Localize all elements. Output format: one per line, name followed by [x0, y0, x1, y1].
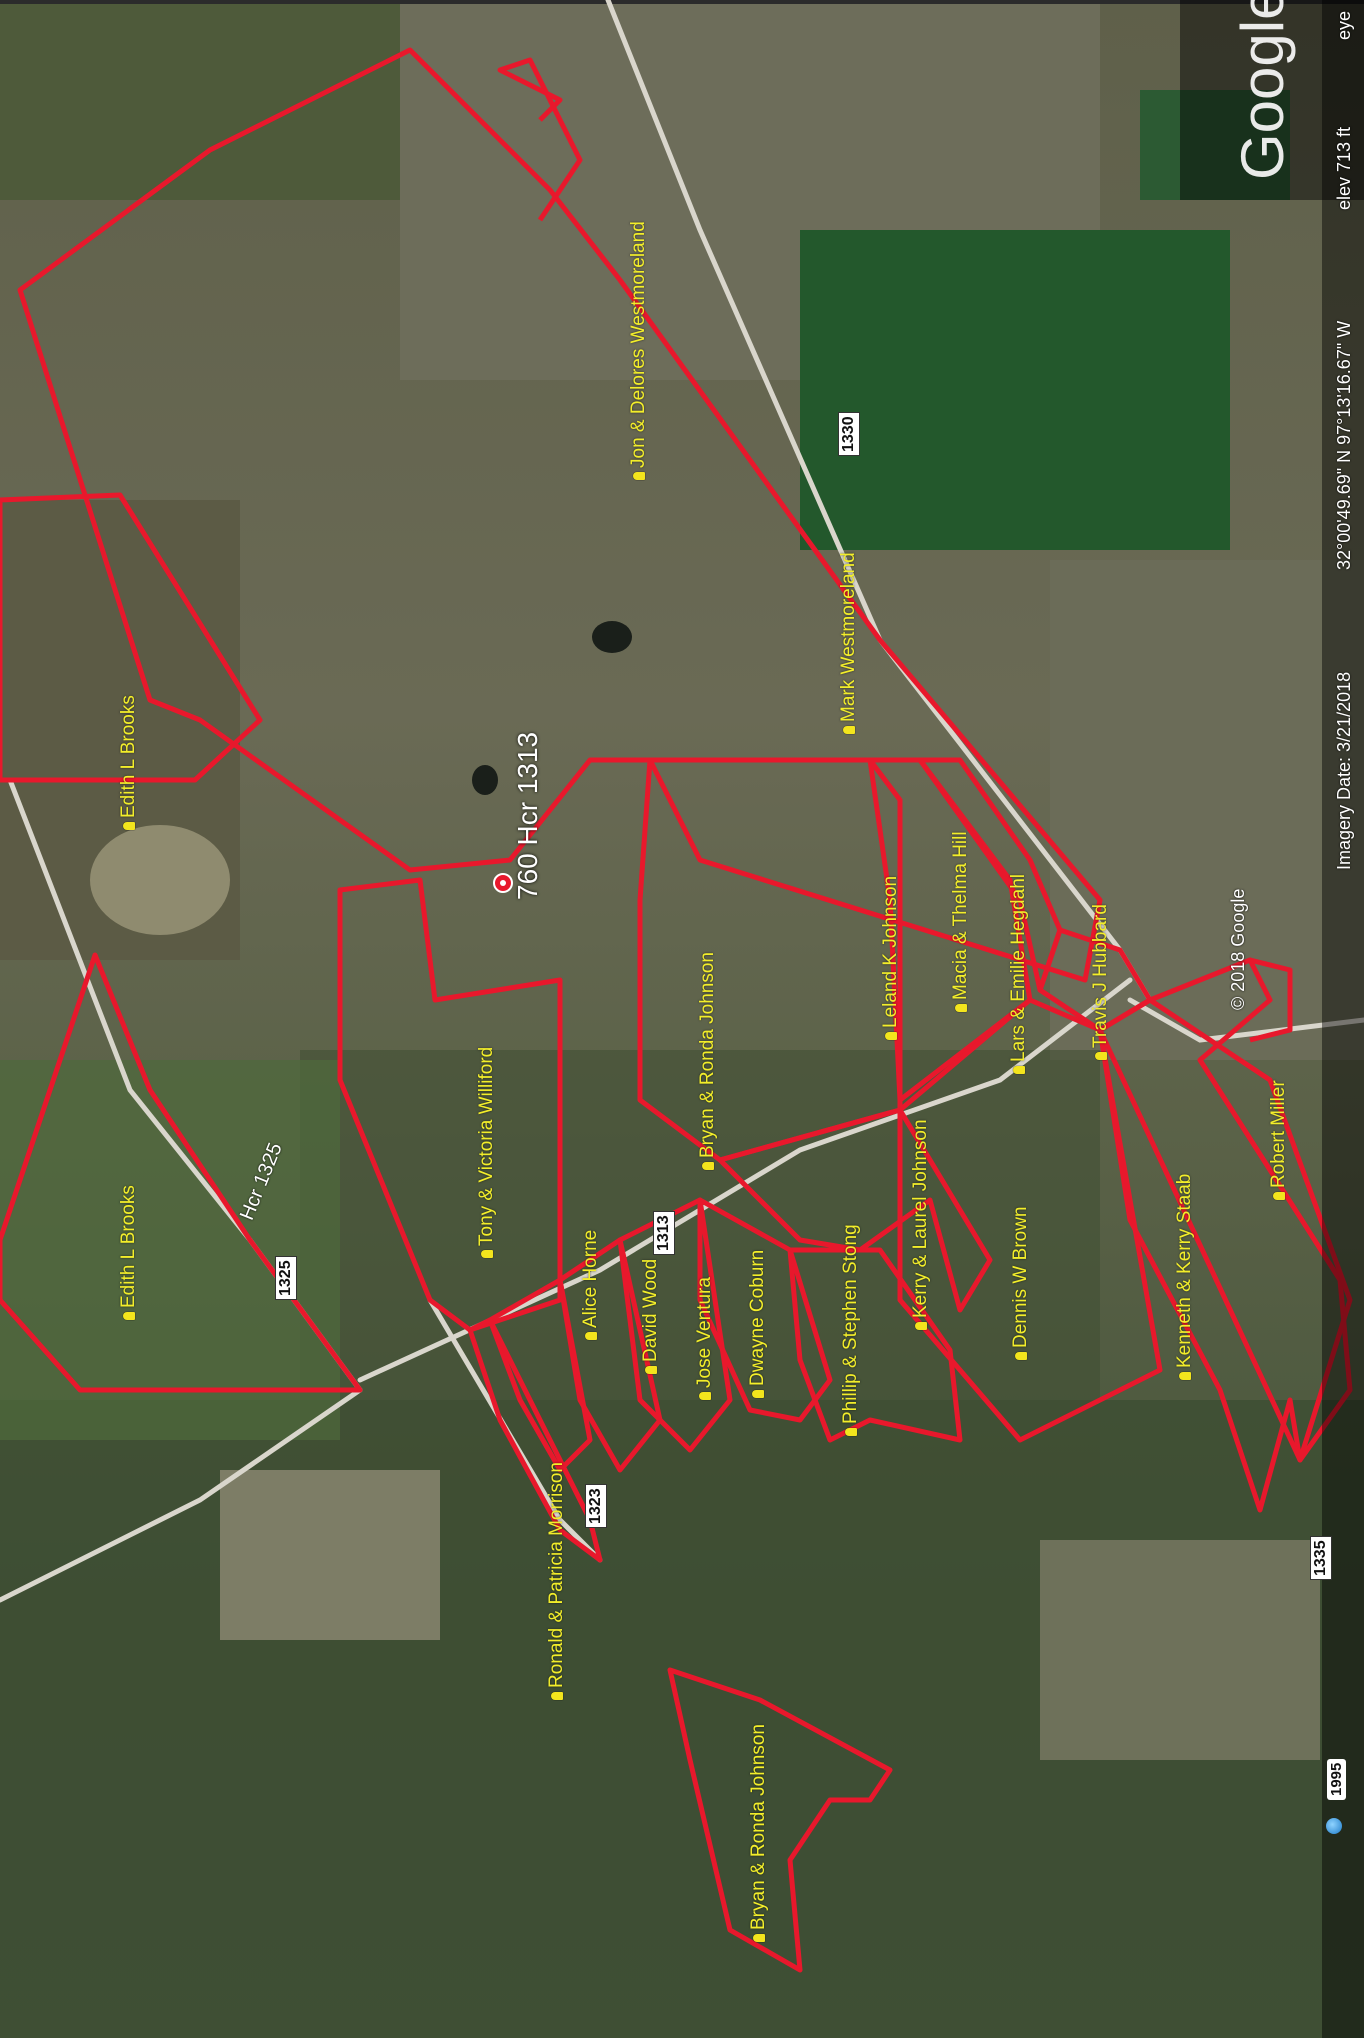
bare-field [1040, 1540, 1320, 1760]
map-pin-icon[interactable] [751, 1390, 764, 1398]
map-pin-icon[interactable] [701, 1162, 714, 1170]
road-shield-1330: 1330 [838, 412, 860, 456]
owner-label: Mark Westmoreland [838, 552, 860, 734]
owner-label: Robert Miller [1268, 1080, 1290, 1200]
pond [592, 621, 632, 653]
map-pin-icon[interactable] [1178, 1372, 1191, 1380]
parcel-stong [787, 1247, 963, 1443]
owner-label: Tony & Victoria Williford [476, 1047, 498, 1258]
map-pin-icon[interactable] [698, 1392, 711, 1400]
field-circle [90, 825, 230, 935]
parcel-horne [487, 1277, 593, 1473]
map-pin-icon[interactable] [480, 1250, 493, 1258]
road-shield-1325: 1325 [275, 1256, 297, 1300]
map-pin-icon[interactable] [1014, 1352, 1027, 1360]
google-logo: Google [1229, 0, 1296, 180]
road-1313 [357, 977, 1133, 1383]
parcel-miller [1249, 957, 1293, 1043]
parcel-williford [337, 877, 563, 1333]
owner-label: Edith L Brooks [118, 1185, 140, 1320]
parcel-south-east [1097, 997, 1353, 1463]
top-right-shadow [1180, 0, 1364, 200]
location-pin-icon[interactable] [490, 870, 516, 896]
road-1323 [427, 1297, 603, 1563]
owner-label: Jose Ventura [694, 1277, 716, 1400]
imagery-date: Imagery Date: 3/21/2018 [1334, 671, 1354, 870]
address-label: 760 Hcr 1313 [512, 731, 543, 900]
owner-label: Leland K Johnson [880, 876, 902, 1040]
footer-strip [1322, 0, 1364, 2038]
map-pin-icon[interactable] [914, 1322, 927, 1330]
owner-label: Bryan & Ronda Johnson [748, 1724, 770, 1942]
owner-label: Edith L Brooks [118, 695, 140, 830]
map-pin-icon[interactable] [954, 1004, 967, 1012]
elevation-readout: elev 713 ft [1334, 126, 1354, 210]
owner-label: Alice Horne [580, 1230, 602, 1340]
pond [472, 765, 498, 795]
map-pin-icon[interactable] [1272, 1192, 1285, 1200]
owner-label: Dennis W Brown [1010, 1207, 1032, 1360]
parcel-brooks-north [0, 492, 263, 783]
owner-label: Lars & Emilie Hegdahl [1008, 874, 1030, 1074]
map-pin-icon[interactable] [122, 822, 135, 830]
parcel-morrison [467, 1317, 603, 1563]
road-1335 [0, 1387, 363, 1603]
owner-label: Phillip & Stephen Stong [840, 1224, 862, 1436]
owner-label: David Wood [640, 1259, 662, 1374]
map-pin-icon[interactable] [884, 1032, 897, 1040]
map-pin-icon[interactable] [584, 1332, 597, 1340]
historical-imagery-icon[interactable] [1326, 1818, 1342, 1834]
parcel-west-notch [497, 57, 583, 222]
field-patch [0, 0, 420, 200]
green-field [1140, 90, 1290, 200]
parcel-johnson-south [667, 1667, 893, 1973]
copyright-notice: © 2018 Google [1228, 888, 1248, 1010]
parcel-brown [897, 997, 1163, 1443]
road-shield-1335: 1335 [1310, 1536, 1332, 1580]
road-shield-1313: 1313 [653, 1211, 675, 1255]
owner-label: Dwayne Coburn [747, 1250, 769, 1398]
map-pin-icon[interactable] [1012, 1066, 1025, 1074]
owner-label: Ronald & Patricia Morrison [546, 1462, 568, 1700]
owner-label: Bryan & Ronda Johnson [697, 952, 719, 1170]
historical-year-badge[interactable]: 1995 [1327, 1758, 1346, 1800]
road-shield-1323: 1323 [585, 1484, 607, 1528]
map-pin-icon[interactable] [644, 1366, 657, 1374]
parcel-brooks-south [0, 952, 363, 1393]
map-pin-icon[interactable] [844, 1428, 857, 1436]
road-east [1127, 997, 1364, 1043]
dark-strip [0, 0, 1364, 4]
owner-label: Kerry & Laurel Johnson [910, 1119, 932, 1330]
map-pin-icon[interactable] [1094, 1052, 1107, 1060]
map-pin-icon[interactable] [122, 1312, 135, 1320]
owner-label: Macia & Thelma Hill [950, 831, 972, 1012]
owner-label: Kenneth & Kerry Staab [1174, 1174, 1196, 1380]
coordinates-readout: 32°00'49.69" N 97°13'16.67" W [1334, 320, 1354, 570]
owner-label: Jon & Delores Westmoreland [628, 221, 650, 480]
map-pin-icon[interactable] [550, 1692, 563, 1700]
green-field [800, 230, 1230, 550]
parcel-boundaries [0, 47, 1353, 1973]
parcel-kl-johnson [717, 1107, 993, 1313]
map-pin-icon[interactable] [842, 726, 855, 734]
eye-altitude-label: eye [1334, 10, 1354, 40]
parcel-ventura [617, 1197, 733, 1453]
map-pin-icon[interactable] [752, 1934, 765, 1942]
owner-label: Travis J Hubbard [1090, 904, 1112, 1060]
parcel-hill [917, 757, 1063, 993]
parcel-coburn [697, 1197, 833, 1423]
bare-field [220, 1470, 440, 1640]
map-pin-icon[interactable] [632, 472, 645, 480]
